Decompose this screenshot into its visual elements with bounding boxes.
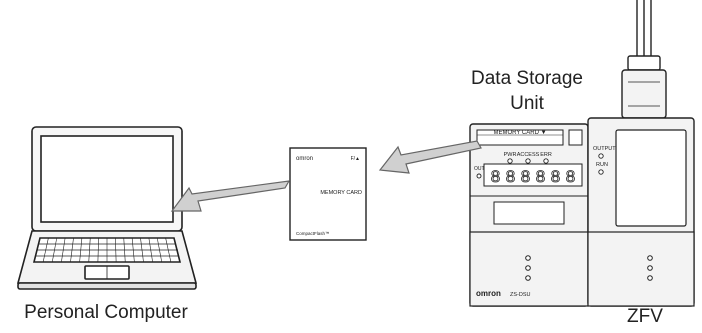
keyboard-key-divider: [148, 237, 153, 263]
dsu-digit-4: 8: [536, 167, 545, 186]
keyboard-key-divider: [123, 237, 126, 263]
memory-card: omron F/▲ MEMORY CARD CompactFlash™: [289, 147, 367, 241]
dsu-screw-2: [525, 265, 531, 271]
dsu-model: ZS-DSU: [510, 292, 531, 298]
zfv-output-label: OUTPUT: [593, 146, 616, 152]
memory-card-corner-mark: F/▲: [351, 156, 360, 162]
zfv-lower-cover: [587, 231, 695, 307]
dsu-led-access: [525, 158, 531, 164]
dsu-digit-3: 8: [521, 167, 530, 186]
dsu-led-pwr: [507, 158, 513, 164]
zfv-window: [615, 129, 687, 227]
dsu-out-label: OUT: [474, 166, 485, 172]
keyboard-key-divider: [70, 237, 74, 263]
keyboard-key-divider: [131, 237, 135, 263]
dsu-digit-2: 8: [506, 167, 515, 186]
memory-card-title: MEMORY CARD: [320, 190, 362, 196]
dsu-led-out: [476, 173, 482, 179]
keyboard-key-divider: [79, 237, 83, 263]
keyboard-key-divider: [88, 237, 91, 263]
dsu-digit-1: 8: [491, 167, 500, 186]
arrow-dsu-to-card: [378, 140, 482, 174]
keyboard-key-divider: [61, 237, 66, 263]
dsu-slot-label: MEMORY CARD ▼: [493, 130, 546, 136]
arrow-card-to-pc: [170, 180, 291, 212]
keyboard-key-divider: [115, 237, 117, 263]
dsu-indicator-pwr: PWR: [504, 152, 517, 158]
dsu-screw-1: [525, 255, 531, 261]
memory-card-body: [289, 147, 367, 241]
dsu-card-slot: [476, 129, 564, 146]
keyboard-key-divider: [156, 237, 163, 263]
dsu-brand: omron: [476, 289, 501, 298]
zfv-run-label: RUN: [596, 162, 608, 168]
zfv-unit: OUTPUT RUN: [587, 0, 695, 307]
dsu-digit-6: 8: [566, 167, 575, 186]
zfv-led-output: [598, 153, 604, 159]
laptop-screen: [40, 135, 174, 223]
memory-card-brand: omron: [296, 156, 313, 162]
zfv-cable: [621, 0, 667, 119]
laptop-front-edge: [17, 282, 197, 290]
laptop: [16, 126, 198, 290]
dsu-label-window: [493, 201, 565, 225]
keyboard-key-divider: [140, 237, 144, 263]
label-zfv: ZFV: [627, 306, 663, 327]
dsu-indicator-err: ERR: [540, 152, 552, 158]
zfv-led-run: [598, 169, 604, 175]
dsu-display: [483, 163, 583, 187]
memory-card-footer: CompactFlash™: [296, 231, 330, 236]
dsu-eject-button: [568, 129, 583, 146]
dsu-indicator-access: ACCESS: [517, 152, 540, 158]
label-data-storage-unit: Data Storage Unit: [471, 68, 583, 114]
dsu-led-err: [543, 158, 549, 164]
label-personal-computer: Personal Computer: [24, 302, 188, 323]
keyboard-key-divider: [42, 237, 49, 263]
zfv-connector: [621, 69, 667, 119]
zfv-screw-2: [647, 265, 653, 271]
dsu-digit-5: 8: [551, 167, 560, 186]
dsu-screw-3: [525, 275, 531, 281]
keyboard-key-divider: [51, 237, 58, 263]
zfv-cable-clamp: [627, 55, 661, 71]
zfv-screw-1: [647, 255, 653, 261]
keyboard-key-divider: [165, 237, 172, 263]
zfv-screw-3: [647, 275, 653, 281]
keyboard-key-divider: [97, 237, 99, 263]
